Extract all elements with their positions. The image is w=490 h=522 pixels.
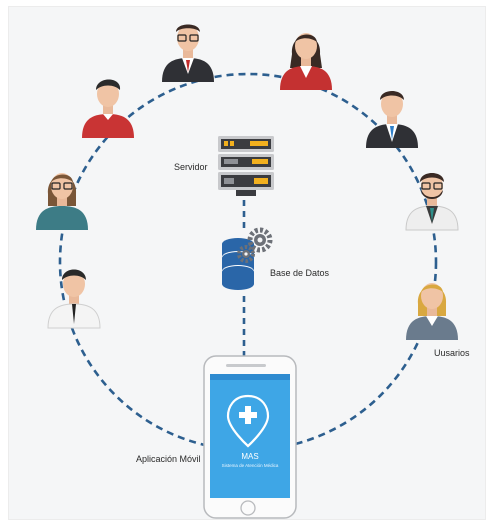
server-rack-icon (218, 136, 274, 196)
smartphone-icon (203, 355, 297, 519)
person-avatar-icon (82, 79, 134, 138)
map-pin-medical-icon (226, 394, 270, 448)
person-avatar-icon (366, 91, 418, 148)
person-avatar-icon (406, 283, 458, 340)
gear-icon (237, 227, 273, 263)
user-ring (58, 72, 438, 452)
database-label: Base de Datos (270, 268, 330, 278)
person-avatar-icon (162, 24, 214, 82)
person-avatar-icon (405, 173, 459, 231)
app-name: MAS (241, 452, 259, 461)
server-label: Servidor (174, 162, 208, 172)
users-label: Uusarios (434, 348, 470, 358)
person-avatar-icon (47, 269, 101, 329)
app-subtitle: Sistema de Atención Médica (221, 463, 279, 468)
person-avatar-icon (280, 33, 332, 90)
app-label: Aplicación Móvil (136, 454, 201, 464)
person-avatar-icon (36, 173, 88, 230)
